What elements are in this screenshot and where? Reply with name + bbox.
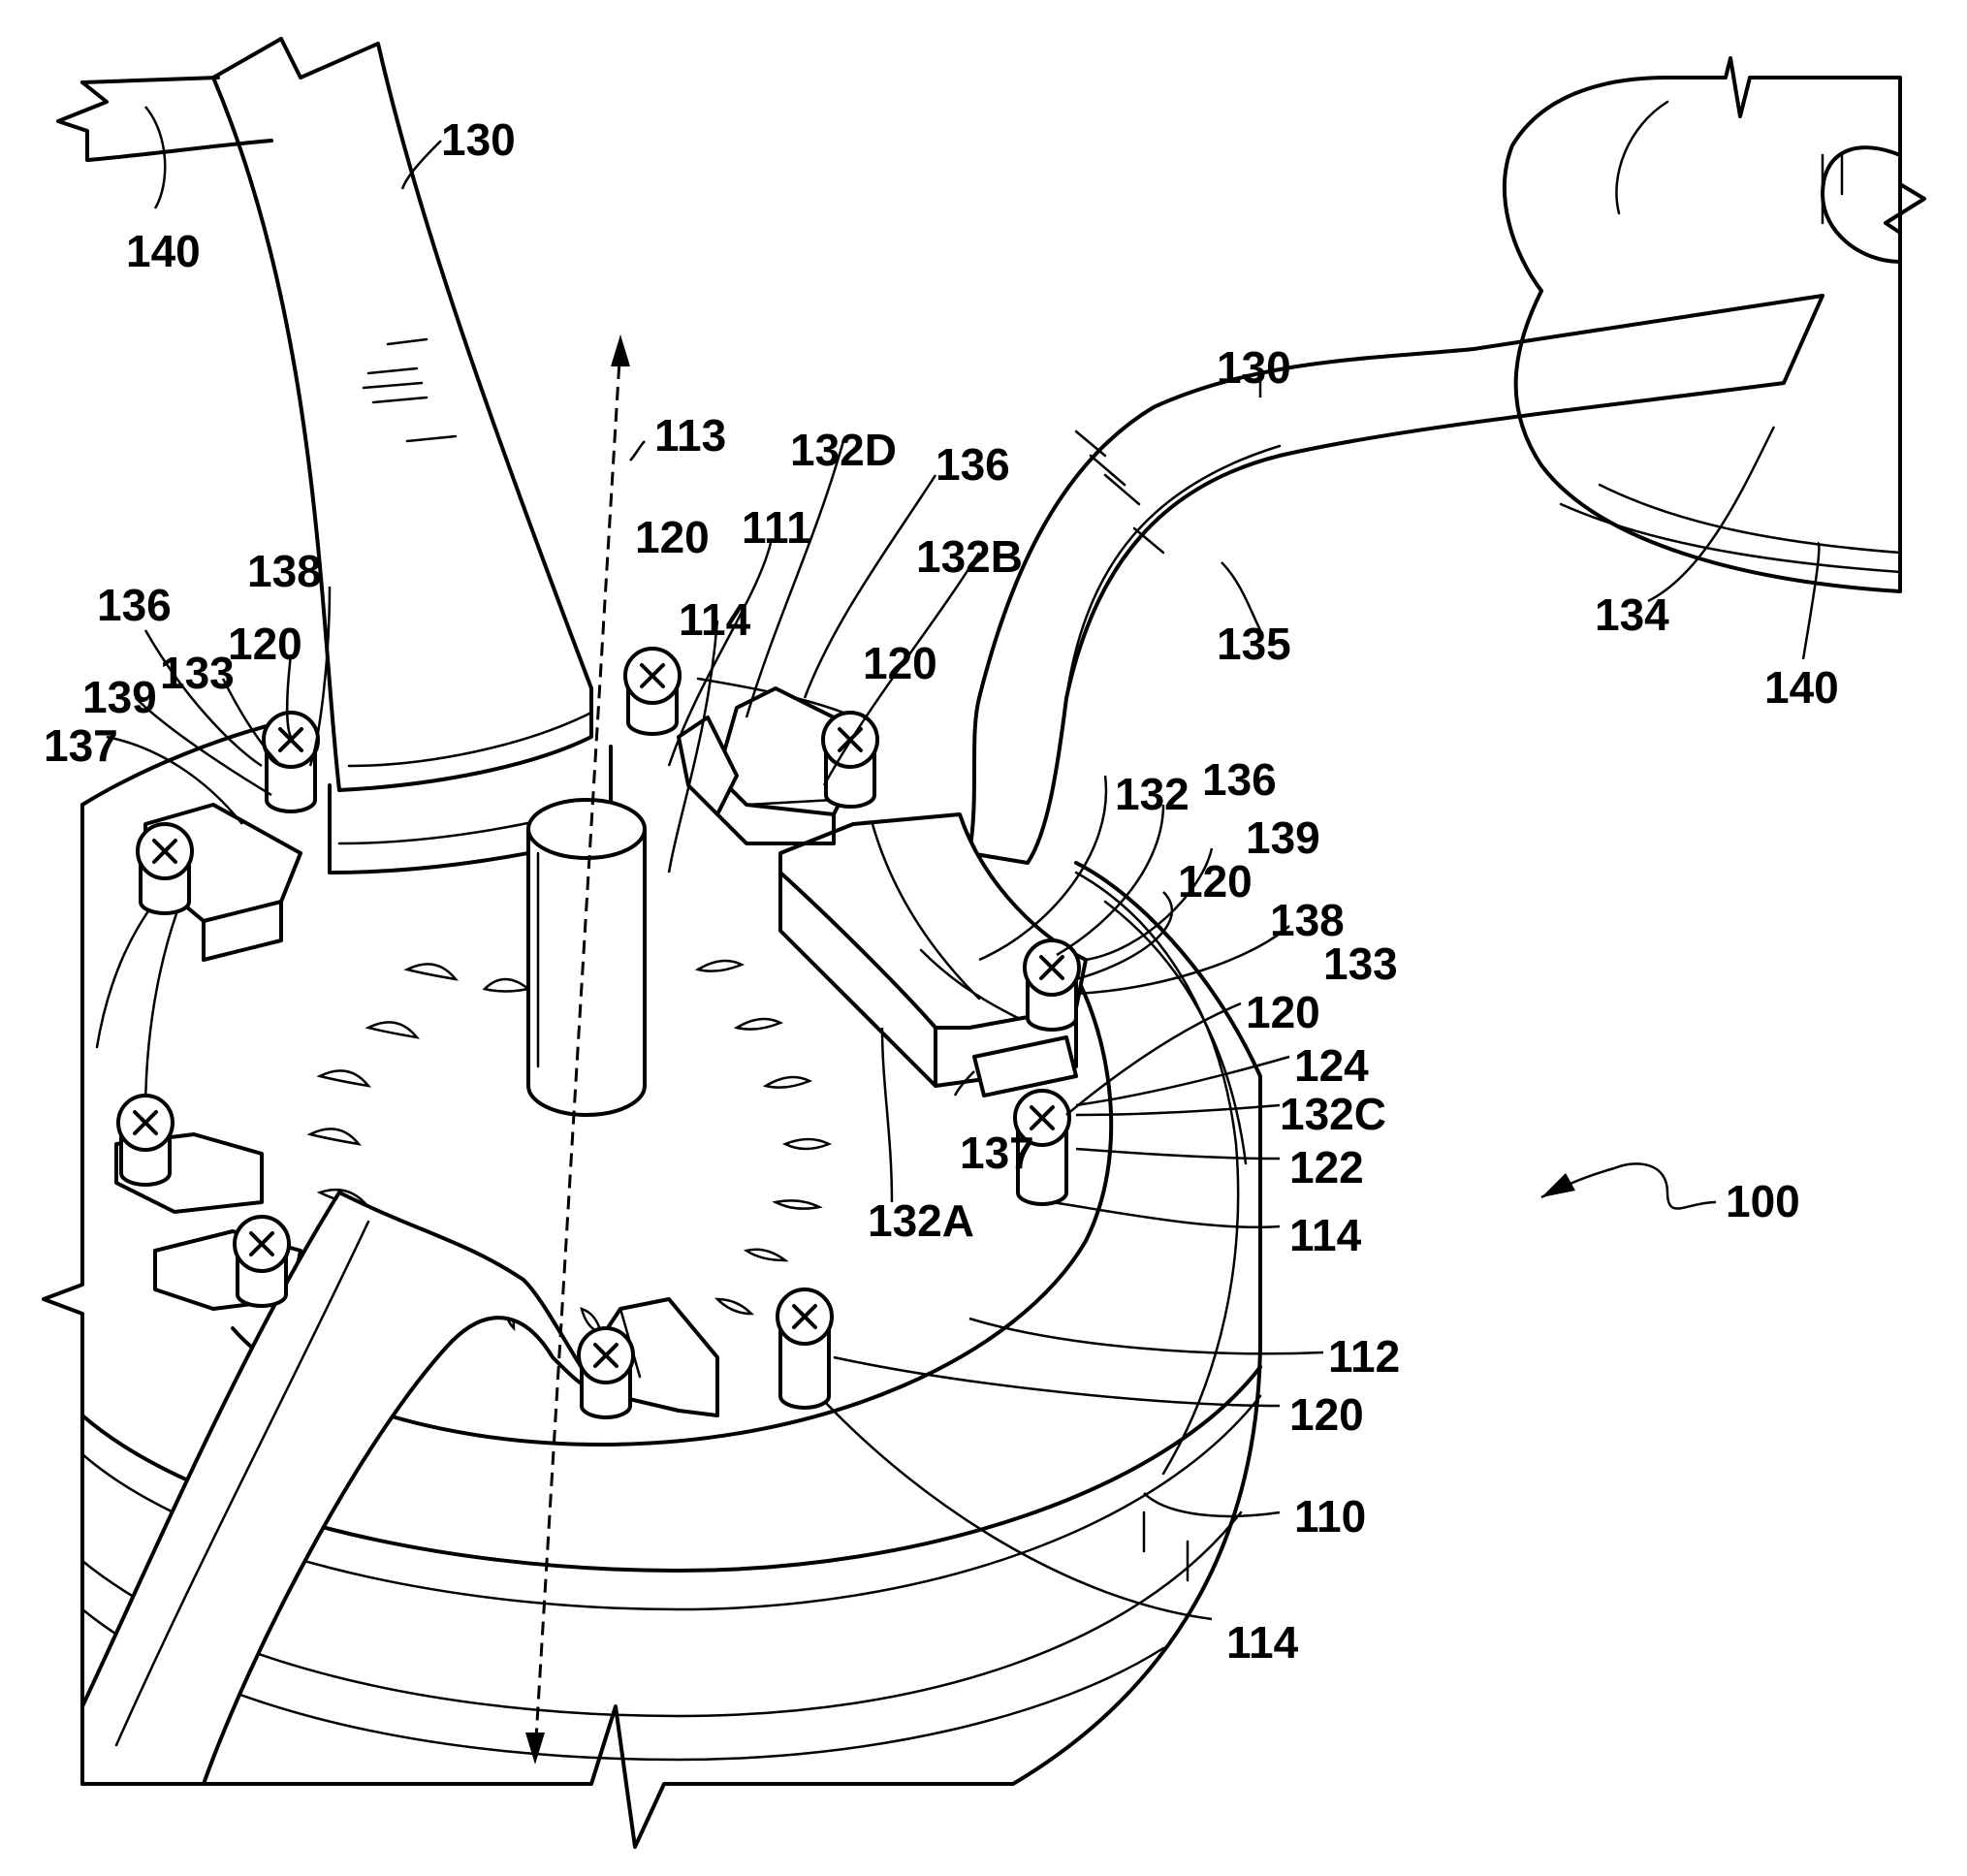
label-113: 113 bbox=[654, 410, 726, 461]
label-136-left: 136 bbox=[97, 580, 172, 630]
label-130-top: 130 bbox=[441, 114, 516, 165]
label-120-top-right: 120 bbox=[863, 638, 937, 688]
label-124: 124 bbox=[1294, 1040, 1369, 1091]
label-120-top: 120 bbox=[635, 512, 710, 562]
label-140-right: 140 bbox=[1764, 662, 1839, 713]
label-137-right: 137 bbox=[960, 1128, 1034, 1178]
pin-left-2 bbox=[118, 1096, 173, 1185]
label-132d: 132D bbox=[790, 425, 897, 475]
label-132a: 132A bbox=[868, 1195, 974, 1246]
label-100: 100 bbox=[1726, 1176, 1800, 1226]
label-120-right-2: 120 bbox=[1246, 987, 1320, 1037]
label-133-left: 133 bbox=[160, 648, 235, 698]
pin-front-right bbox=[777, 1289, 832, 1408]
label-135: 135 bbox=[1217, 619, 1291, 669]
label-136-top: 136 bbox=[936, 439, 1010, 490]
label-136-right: 136 bbox=[1202, 754, 1277, 805]
label-140-top-left: 140 bbox=[126, 226, 201, 276]
pin-left-3 bbox=[235, 1217, 289, 1306]
label-132: 132 bbox=[1115, 769, 1190, 819]
label-134: 134 bbox=[1595, 589, 1669, 640]
label-133-right: 133 bbox=[1323, 938, 1398, 989]
label-122: 122 bbox=[1289, 1142, 1364, 1192]
label-114-bottom: 114 bbox=[1226, 1617, 1299, 1668]
label-138-left: 138 bbox=[247, 546, 322, 596]
label-139-left: 139 bbox=[82, 672, 157, 722]
label-139-right: 139 bbox=[1246, 812, 1320, 863]
label-120-front: 120 bbox=[1289, 1389, 1364, 1440]
label-132c: 132C bbox=[1280, 1089, 1386, 1139]
pin-upper-left bbox=[264, 713, 318, 811]
label-130-right: 130 bbox=[1217, 342, 1291, 393]
label-114-right: 114 bbox=[1289, 1210, 1362, 1260]
label-120-left: 120 bbox=[228, 619, 302, 669]
pin-left-1 bbox=[138, 824, 192, 913]
label-137-left: 137 bbox=[44, 720, 118, 771]
pin-front bbox=[579, 1328, 633, 1417]
label-114-top: 114 bbox=[679, 594, 751, 645]
pin-top-right bbox=[823, 713, 877, 807]
label-132b: 132B bbox=[916, 531, 1023, 582]
label-111: 111 bbox=[742, 502, 811, 553]
label-112: 112 bbox=[1328, 1331, 1400, 1382]
center-post bbox=[528, 800, 645, 1115]
label-110: 110 bbox=[1294, 1491, 1366, 1542]
label-120-right-1: 120 bbox=[1178, 856, 1253, 906]
pin-top-center bbox=[625, 649, 680, 734]
arm-upper-right bbox=[969, 296, 1823, 863]
pin-right-1 bbox=[1025, 940, 1079, 1030]
